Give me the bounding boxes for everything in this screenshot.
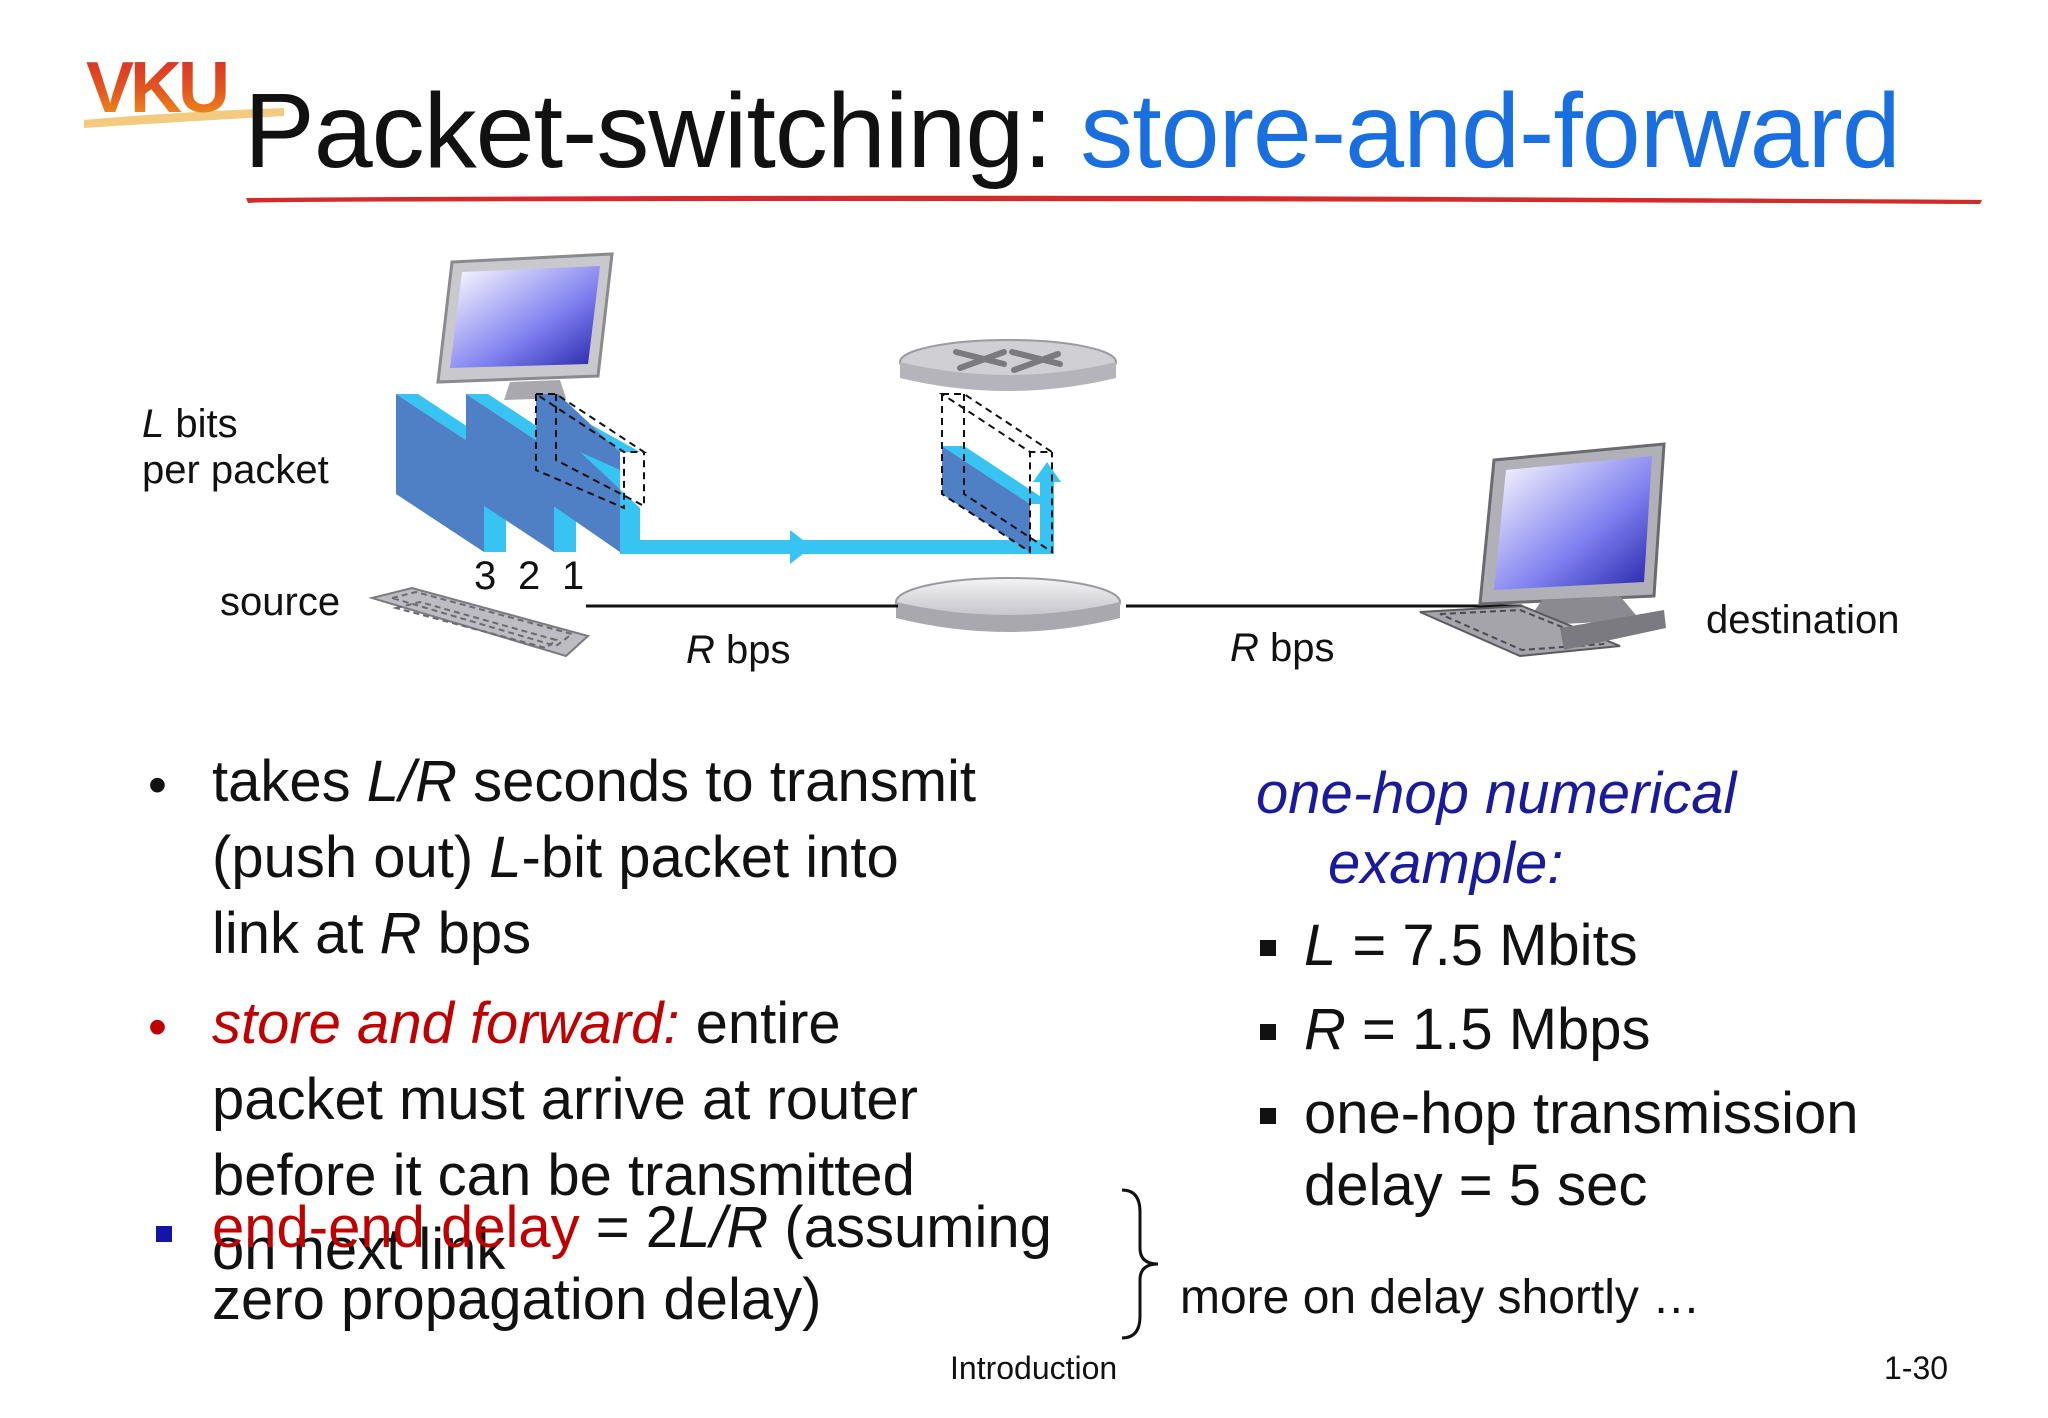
bullet-1-line-1: takes L/R seconds to transmit	[212, 749, 977, 814]
destination-computer-icon	[1419, 442, 1666, 658]
bullet-2-line-2: packet must arrive at router	[212, 1067, 918, 1132]
source-label: source	[220, 580, 341, 624]
title-main: Packet-switching:	[244, 72, 1081, 190]
square-bullet-3	[1260, 1108, 1276, 1124]
title-underline	[246, 195, 1984, 204]
brace-icon	[1121, 1188, 1159, 1340]
bullet-2-line-1: store and forward: entire	[212, 991, 841, 1056]
destination-label: destination	[1706, 598, 1900, 642]
link2-var: R	[1230, 626, 1259, 670]
bullet-dot-1: •	[148, 755, 167, 815]
link1-rest: bps	[714, 628, 791, 672]
packet-number-2: 2	[518, 554, 541, 598]
transmission-arrow	[620, 462, 1061, 564]
square-bullet-1	[1260, 940, 1276, 956]
packet-outline-source	[532, 393, 648, 510]
bullet-3-line-2: zero propagation delay)	[212, 1267, 822, 1332]
example-heading-line-1: one-hop numerical	[1256, 761, 1737, 826]
example-L: L = 7.5 Mbits	[1304, 913, 1638, 978]
footer-section: Introduction	[950, 1350, 1118, 1386]
bits-var: L	[142, 402, 165, 446]
vku-logo: VKU	[84, 50, 284, 128]
footer-page-number: 1-30	[1884, 1350, 1949, 1386]
bits-rest: bits	[164, 402, 238, 446]
slide-title: Packet-switching: store-and-forward	[244, 78, 1901, 184]
bullet-2-line-3: before it can be transmitted	[212, 1143, 915, 1208]
svg-text:VKU: VKU	[86, 50, 226, 128]
link1-var: R	[686, 628, 715, 672]
router-icon	[895, 339, 1121, 632]
bits-label: L bits	[142, 402, 238, 447]
square-bullet-2	[1260, 1024, 1276, 1040]
link2-rate-label: R bps	[1230, 626, 1335, 671]
example-R: R = 1.5 Mbps	[1304, 997, 1651, 1062]
per-packet-label: per packet	[142, 448, 329, 492]
bullet-dot-2: •	[148, 997, 167, 1057]
packet-at-router	[942, 446, 1052, 552]
example-heading-line-2: example:	[1328, 831, 1564, 896]
packet-number-3: 3	[474, 554, 497, 598]
bullet-2-line-4: on next link	[212, 1217, 506, 1282]
packet-outline-router	[938, 393, 1056, 554]
packet-number-1: 1	[562, 554, 585, 598]
more-on-delay: more on delay shortly …	[1180, 1271, 1701, 1324]
source-monitor-icon	[436, 252, 614, 400]
source-keyboard-icon	[368, 586, 591, 658]
link2-rest: bps	[1258, 626, 1335, 670]
title-accent: store-and-forward	[1080, 72, 1901, 190]
bullet-square-3	[156, 1226, 172, 1242]
link1-rate-label: R bps	[686, 628, 791, 673]
example-delay-line-1: one-hop transmission	[1304, 1081, 1859, 1146]
bullet-3-line-1: end-end delay = 2L/R (assuming	[212, 1195, 1052, 1260]
bullet-1-line-3: link at R bps	[212, 901, 532, 966]
bullet-1-line-2: (push out) L-bit packet into	[212, 825, 899, 890]
example-delay-line-2: delay = 5 sec	[1304, 1153, 1648, 1218]
